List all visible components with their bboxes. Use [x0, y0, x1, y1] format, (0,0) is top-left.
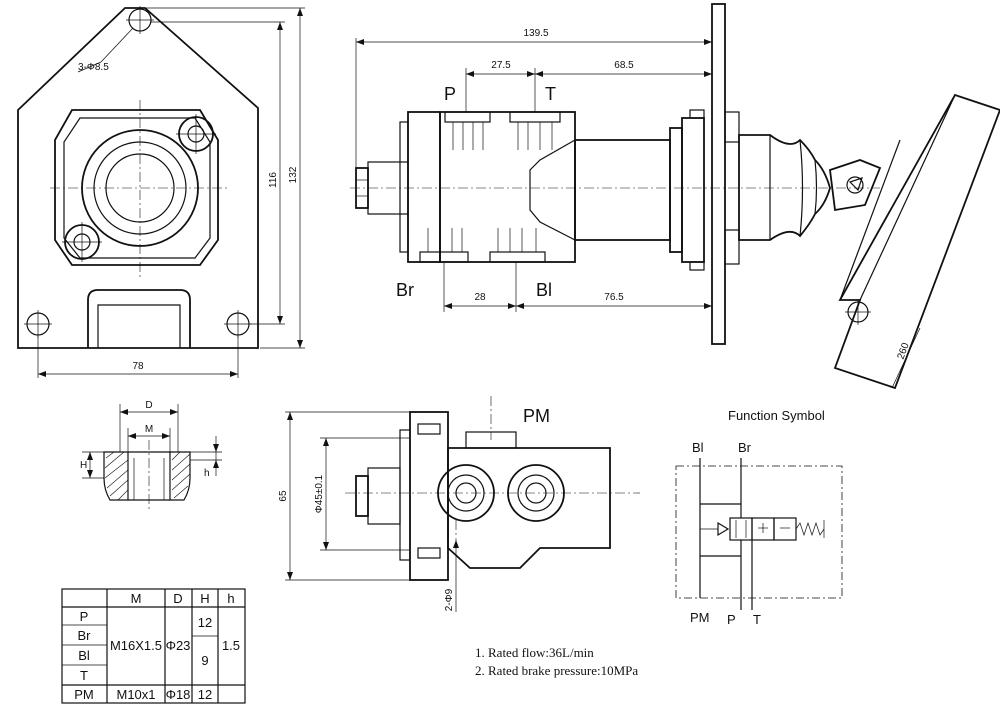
function-symbol: Function Symbol Bl Br PM P T	[675, 408, 843, 627]
side-dim-27: 27.5	[491, 60, 511, 71]
note-2: 2. Rated brake pressure:10MPa	[475, 663, 638, 678]
table-group1-m: M16X1.5	[110, 638, 162, 653]
section-dim-h-lower: h	[204, 468, 210, 479]
symbol-label-bl: Bl	[692, 440, 704, 455]
side-view: 260 139.5 27.5 68.5 28 76.5 P T Br Bl	[350, 3, 1000, 390]
section-dim-h-upper: H	[80, 460, 87, 471]
port-threads-top	[444, 111, 561, 150]
port-table: M D H h P Br Bl T PM M16X1.5 Φ23 12 9 1.…	[61, 588, 246, 704]
table-header-m: M	[131, 591, 142, 606]
symbol-label-pm: PM	[690, 610, 710, 625]
top-dim-65: 65	[278, 490, 289, 502]
notes: 1. Rated flow:36L/min 2. Rated brake pre…	[475, 645, 638, 678]
side-dim-28: 28	[474, 292, 486, 303]
table-group1-d: Φ23	[166, 638, 191, 653]
section-dim-m: M	[145, 424, 153, 435]
front-dim-132: 132	[288, 166, 299, 183]
symbol-label-br: Br	[738, 440, 752, 455]
side-dim-139: 139.5	[523, 28, 548, 39]
section-dim-d: D	[145, 400, 152, 411]
top-port-pm: PM	[523, 406, 550, 426]
table-row-t: T	[80, 668, 88, 683]
front-view: 3-Φ8.5 116 132 78	[17, 6, 305, 378]
top-view: PM 65 Φ45±0.1 2-Φ9	[278, 396, 640, 612]
table-pm-m: M10x1	[116, 687, 155, 702]
table-row-pm: PM	[74, 687, 94, 702]
top-hole-note: 2-Φ9	[444, 588, 455, 611]
side-dim-68: 68.5	[614, 60, 634, 71]
table-row-br: Br	[78, 628, 92, 643]
table-group1-h-bottom: 9	[201, 653, 208, 668]
side-port-p: P	[444, 84, 456, 104]
top-dim-spacing: Φ45±0.1	[314, 474, 325, 513]
section-view: D M H h	[80, 400, 222, 510]
table-pm-d: Φ18	[166, 687, 191, 702]
front-dim-116: 116	[268, 172, 279, 188]
port-threads-bottom	[419, 228, 546, 263]
table-row-p: P	[80, 609, 89, 624]
table-header-small-h: h	[227, 591, 234, 606]
side-port-br: Br	[396, 280, 414, 300]
function-symbol-title: Function Symbol	[728, 408, 825, 423]
table-row-bl: Bl	[78, 648, 90, 663]
side-port-t: T	[545, 84, 556, 104]
table-group1-small-h: 1.5	[222, 638, 240, 653]
table-header-h: H	[200, 591, 209, 606]
symbol-label-t: T	[753, 612, 761, 627]
table-header-d: D	[173, 591, 182, 606]
side-port-bl: Bl	[536, 280, 552, 300]
front-hole-note: 3-Φ8.5	[78, 62, 109, 73]
side-dim-76: 76.5	[604, 292, 624, 303]
front-dim-78: 78	[132, 361, 144, 372]
side-dim-260: 260	[896, 341, 912, 361]
table-group1-h-top: 12	[198, 615, 212, 630]
symbol-label-p: P	[727, 612, 736, 627]
table-pm-h: 12	[198, 687, 212, 702]
note-1: 1. Rated flow:36L/min	[475, 645, 594, 660]
